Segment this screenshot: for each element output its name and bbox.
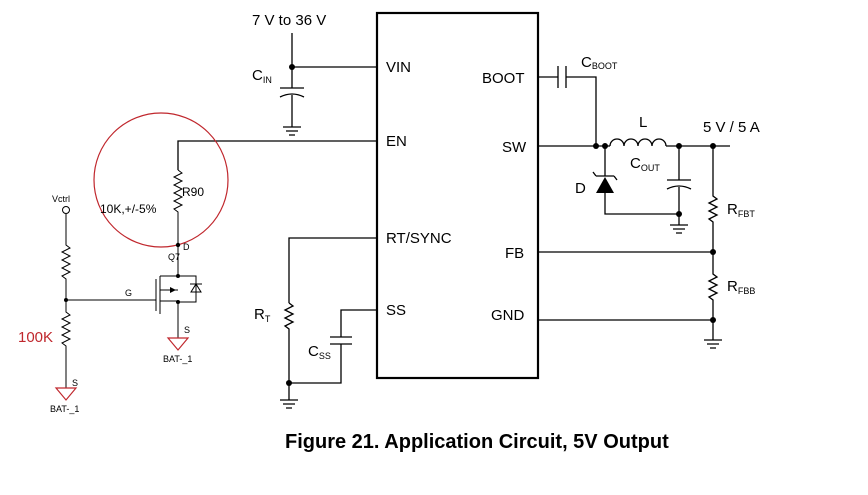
drain-label: D xyxy=(183,242,190,252)
vout-label: 5 V / 5 A xyxy=(703,119,760,136)
resistor-rfbt xyxy=(707,146,719,252)
pin-vin: VIN xyxy=(386,59,411,76)
capacitor-css xyxy=(330,336,352,345)
vctrl-terminal xyxy=(62,206,70,214)
bat-q7-label: BAT-_1 xyxy=(163,354,192,364)
gate-label: G xyxy=(125,288,132,298)
q7-label: Q7 xyxy=(168,252,180,262)
cin-label: CIN xyxy=(252,67,272,85)
r100k-label: 100K xyxy=(18,329,53,346)
bat-ground-q7 xyxy=(166,337,190,351)
vin-range-label: 7 V to 36 V xyxy=(252,12,326,29)
rfbt-label: RFBT xyxy=(727,201,755,219)
pin-gnd: GND xyxy=(491,307,525,324)
mosfet-q7 xyxy=(155,262,202,322)
en-wire xyxy=(177,140,377,170)
capacitor-cout xyxy=(666,146,692,234)
highlight-circle xyxy=(93,112,229,248)
inductor-l xyxy=(609,138,667,147)
pin-fb: FB xyxy=(505,245,524,262)
bat-ground-low xyxy=(54,387,78,401)
rt-label: RT xyxy=(254,306,271,324)
pin-sw: SW xyxy=(502,139,527,156)
cout-label: COUT xyxy=(630,155,660,173)
resistor-r90 xyxy=(172,169,184,262)
pin-ss: SS xyxy=(386,302,406,319)
diode-label: D xyxy=(575,180,586,197)
capacitor-cboot xyxy=(557,66,567,88)
inductor-label: L xyxy=(639,114,647,131)
vctrl-label: Vctrl xyxy=(52,194,70,204)
figure-caption: Figure 21. Application Circuit, 5V Outpu… xyxy=(285,431,669,453)
resistor-rt xyxy=(283,302,295,400)
resistor-upper xyxy=(60,214,72,300)
pin-en: EN xyxy=(386,133,407,150)
rfbb-label: RFBB xyxy=(727,278,755,296)
capacitor-cin xyxy=(279,67,305,136)
source-low-label: S xyxy=(72,378,78,388)
diode-d xyxy=(592,146,679,215)
resistor-rfbb xyxy=(707,252,719,340)
r90-value-label: 10K,+/-5% xyxy=(100,202,157,216)
pin-rt-sync: RT/SYNC xyxy=(386,230,452,247)
resistor-100k xyxy=(60,300,72,388)
cboot-label: CBOOT xyxy=(581,54,618,71)
ic-body xyxy=(375,11,540,380)
bat-low-label: BAT-_1 xyxy=(50,404,79,414)
css-label: CSS xyxy=(308,343,331,361)
r90-label: R90 xyxy=(182,185,204,199)
source-q7-label: S xyxy=(184,325,190,335)
pin-boot: BOOT xyxy=(482,70,525,87)
